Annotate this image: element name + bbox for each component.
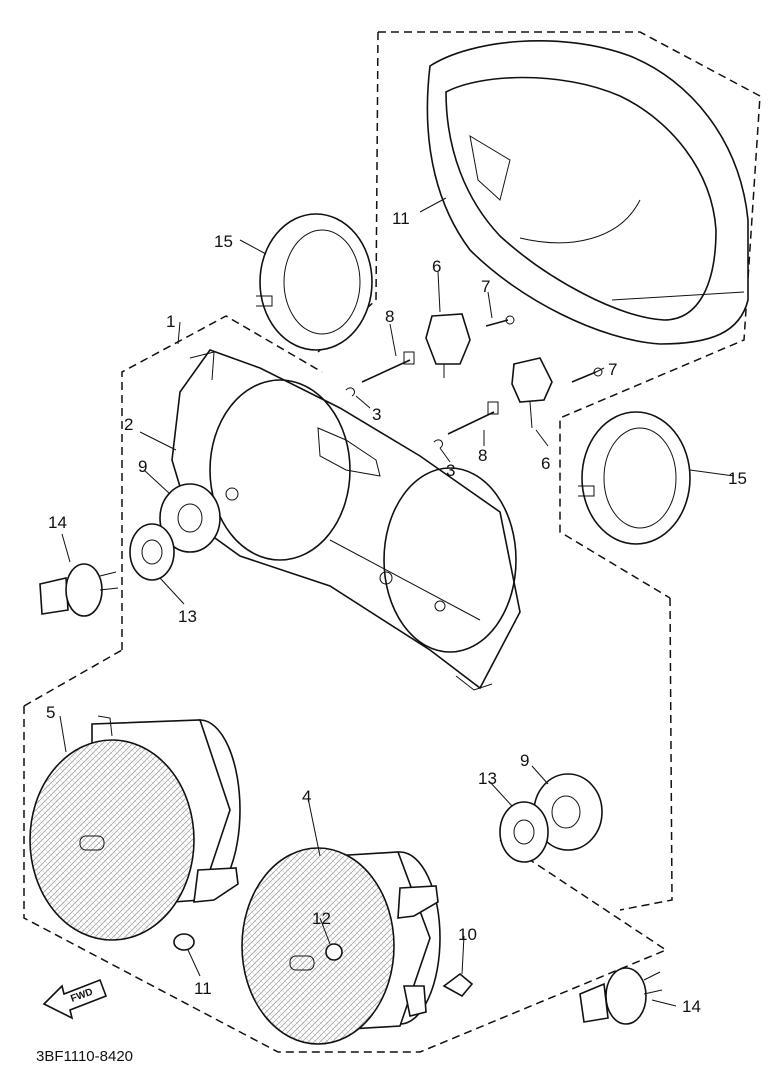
callout-12: 11	[392, 209, 410, 228]
callout-8-lower: 8	[478, 446, 487, 465]
headlight-cowl	[426, 40, 749, 345]
callout-15-upper: 15	[214, 232, 233, 251]
bulb-cover-lower	[578, 411, 691, 545]
callout-1: 1	[166, 312, 175, 331]
callout-14-right: 14	[682, 997, 701, 1016]
callout-6-upper: 6	[432, 257, 441, 276]
bracket-6-lower	[511, 357, 553, 429]
socket-13-left	[129, 523, 175, 581]
bracket-6-upper	[425, 313, 471, 378]
headlight-unit-left	[29, 715, 241, 941]
bolt-7-upper	[485, 315, 515, 327]
bolt-7-lower	[571, 367, 603, 383]
callout-labels: 11 15 6 7 8 1 7 3 2 8 6 3 9 15 14 13 5 9…	[46, 209, 747, 1016]
callout-7-upper: 7	[481, 277, 490, 296]
part-11-right	[325, 943, 343, 961]
callout-7-lower: 7	[608, 360, 617, 379]
callout-9-left: 9	[138, 457, 147, 476]
bulb-14-right	[579, 967, 663, 1025]
bolt-8-lower	[447, 401, 499, 435]
callout-3-upper: 3	[372, 405, 381, 424]
callout-8-upper: 8	[385, 307, 394, 326]
callout-11-left: 11	[194, 979, 212, 998]
callout-9-right: 9	[520, 751, 529, 770]
callout-13-right: 13	[478, 769, 497, 788]
clip-3	[345, 387, 443, 449]
headlight-housing	[171, 349, 521, 691]
callout-5: 5	[46, 703, 55, 722]
callout-11-right: 12	[312, 909, 331, 928]
callout-2: 2	[124, 415, 133, 434]
part-10	[442, 972, 474, 998]
assembly-outline-housing	[23, 315, 673, 1053]
callout-13-left: 13	[178, 607, 197, 626]
bulb-14-left	[39, 563, 119, 617]
socket-13-right	[499, 801, 549, 863]
grommet-9-left	[159, 483, 221, 553]
leader-lines	[59, 197, 735, 1007]
bolt-8-upper	[361, 351, 415, 383]
callout-3-lower: 3	[446, 461, 455, 480]
callout-10: 10	[458, 925, 477, 944]
headlight-unit-right	[241, 847, 441, 1045]
bulb-cover-upper	[256, 213, 373, 351]
diagram-code: 3BF1110-8420	[36, 1048, 133, 1065]
grommet-9-right	[533, 773, 603, 851]
callout-15-lower: 15	[728, 469, 747, 488]
callout-4: 4	[302, 787, 311, 806]
part-11-left	[173, 933, 195, 951]
forward-arrow-icon: FWD	[42, 978, 108, 1020]
callout-6-lower: 6	[541, 454, 550, 473]
callout-14-left: 14	[48, 513, 67, 532]
